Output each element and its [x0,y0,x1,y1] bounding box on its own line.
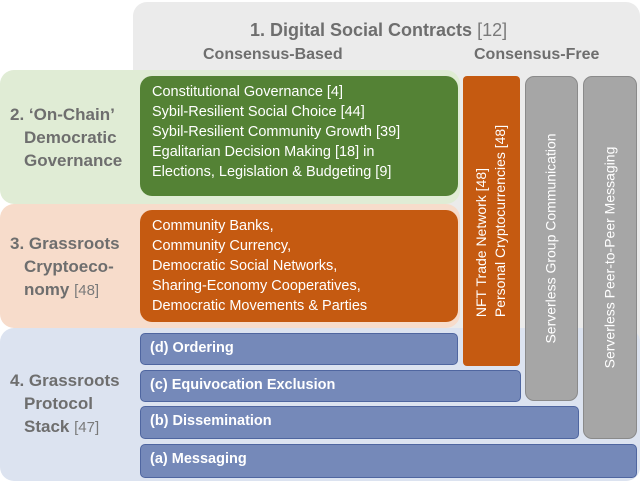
governance-item: Constitutional Governance [4] [152,84,344,100]
main-title: 1. Digital Social Contracts [12] [250,19,550,41]
group-communication-label: Serverless Group Communication [543,133,559,344]
cryptoeconomy-item: Democratic Social Networks, [152,258,338,274]
nft-trade-network-label: NFT Trade Network [48] [473,167,490,318]
cryptoeconomy-item: Sharing-Economy Cooperatives, [152,278,361,294]
governance-label: 2. ‘On-Chain’ Democratic Governance [10,103,135,172]
cryptoeconomy-item: Community Currency, [152,238,292,254]
protocol-stack-label-line1: 4. Grassroots [10,371,120,390]
governance-item: Egalitarian Decision Making [18] in [152,144,375,160]
nft-cryptocurrency-text: NFT Trade Network [48] Personal Cryptocu… [473,125,511,317]
consensus-free-heading: Consensus-Free [474,46,600,63]
cryptoeconomy-item: Community Banks, [152,218,274,234]
protocol-stack-label: 4. Grassroots Protocol Stack [47] [10,369,135,439]
nft-cryptocurrency-column: NFT Trade Network [48] Personal Cryptocu… [463,76,520,366]
governance-label-line1: 2. ‘On-Chain’ [10,105,115,124]
governance-item: Elections, Legislation & Budgeting [9] [152,164,392,180]
cryptoeconomy-label-line1: 3. Grassroots [10,234,120,253]
cryptoeconomy-cite: [48] [74,282,100,299]
protocol-stack-cite: [47] [74,419,100,436]
governance-label-line3: Governance [24,151,123,170]
protocol-stack-label-line3: Stack [47] [10,415,135,439]
cryptoeconomy-label-line2: Cryptoeco- [24,257,114,276]
governance-box: Constitutional Governance [4] Sybil-Resi… [140,76,458,196]
personal-cryptocurrencies-label: Personal Cryptocurrencies [48] [492,124,509,318]
cryptoeconomy-label-word: nomy [24,280,70,299]
p2p-messaging-label: Serverless Peer-to-Peer Messaging [601,146,618,369]
consensus-based-heading: Consensus-Based [203,46,343,63]
protocol-stack-label-word: Stack [24,417,70,436]
cryptoeconomy-item: Democratic Movements & Parties [152,298,368,314]
cryptoeconomy-label-line3: nomy [48] [10,278,135,302]
governance-item: Sybil-Resilient Social Choice [44] [152,104,365,120]
governance-label-line2: Democratic [24,128,117,147]
protocol-stack-label-line2: Protocol [24,394,93,413]
p2p-messaging-column: Serverless Peer-to-Peer Messaging [583,76,637,439]
dissemination-bar: (b) Dissemination [140,406,579,439]
main-title-text: 1. Digital Social Contracts [250,20,473,40]
cryptoeconomy-label: 3. Grassroots Cryptoeco- nomy [48] [10,232,135,302]
group-communication-column: Serverless Group Communication [525,76,578,401]
main-title-cite: [12] [477,20,508,40]
ordering-bar: (d) Ordering [140,333,458,365]
messaging-bar: (a) Messaging [140,444,637,478]
cryptoeconomy-box: Community Banks, Community Currency, Dem… [140,210,458,322]
equivocation-exclusion-bar: (c) Equivocation Exclusion [140,370,521,402]
governance-item: Sybil-Resilient Community Growth [39] [152,124,401,140]
